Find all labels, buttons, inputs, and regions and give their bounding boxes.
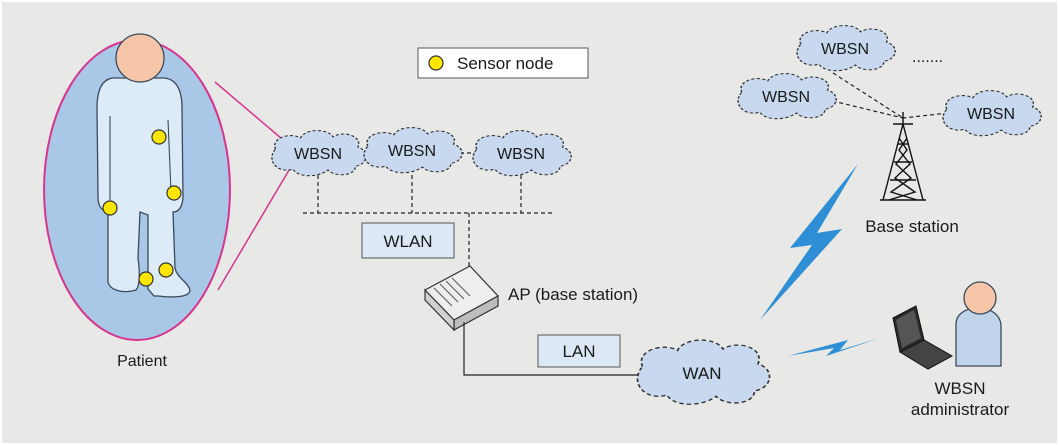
wlan-box (361, 222, 455, 259)
wlan-label: WLAN (383, 232, 432, 251)
lan-box (537, 334, 621, 368)
lan-label: LAN (562, 342, 595, 361)
legend-sensor-icon (428, 55, 444, 71)
wbsn-cloud-left-label: WBSN (294, 146, 342, 163)
patient-head (115, 33, 165, 83)
wbsn-cloud-right-label: WBSN (497, 146, 545, 163)
legend-box (417, 47, 589, 79)
lightning-to-base-station (760, 164, 858, 320)
administrator-label-line1: WBSN (935, 379, 986, 398)
sensor-node-left-ankle (138, 271, 154, 287)
lightning-to-administrator (788, 338, 880, 356)
sensor-node-left-hand (102, 200, 118, 216)
base-station-tower-icon (880, 112, 926, 201)
patient-label: Patient (117, 353, 167, 370)
base-station-label: Base station (865, 217, 959, 236)
wbsn-cloud-middle-label: WBSN (388, 143, 436, 160)
wbsn-cloud-remote-left: WBSN (737, 72, 837, 120)
sensor-node-chest (151, 129, 167, 145)
laptop-icon (892, 305, 954, 370)
wbsn-cloud-remote-right: WBSN (942, 89, 1042, 137)
access-point-device (424, 265, 499, 332)
wbsn-cloud-left: WBSN (271, 129, 367, 177)
wbsn-cloud-remote-right-label: WBSN (967, 106, 1015, 123)
administrator-person-icon (955, 281, 1002, 367)
patient-suit (96, 77, 191, 298)
sensor-node-right-ankle (158, 262, 174, 278)
wan-cloud: WAN (636, 339, 771, 406)
remote-ellipsis: ....... (912, 49, 943, 66)
administrator-label-line2: administrator (911, 400, 1010, 419)
wbsn-cloud-right: WBSN (472, 129, 572, 177)
legend: Sensor node (417, 47, 589, 79)
sensor-node-right-hand (166, 185, 182, 201)
legend-label: Sensor node (457, 54, 553, 73)
patient-right-arm-seam (167, 119, 172, 193)
access-point-label: AP (base station) (508, 285, 638, 304)
zoom-line-bottom (217, 159, 296, 291)
wan-label: WAN (682, 364, 721, 383)
wbsn-cloud-remote-left-label: WBSN (762, 89, 810, 106)
patient-figure (96, 33, 191, 298)
lan-cable (463, 322, 655, 376)
wbsn-cloud-remote-top: WBSN (796, 24, 896, 72)
wbsn-cloud-middle: WBSN (363, 126, 463, 174)
wbsn-cloud-remote-top-label: WBSN (821, 41, 869, 58)
